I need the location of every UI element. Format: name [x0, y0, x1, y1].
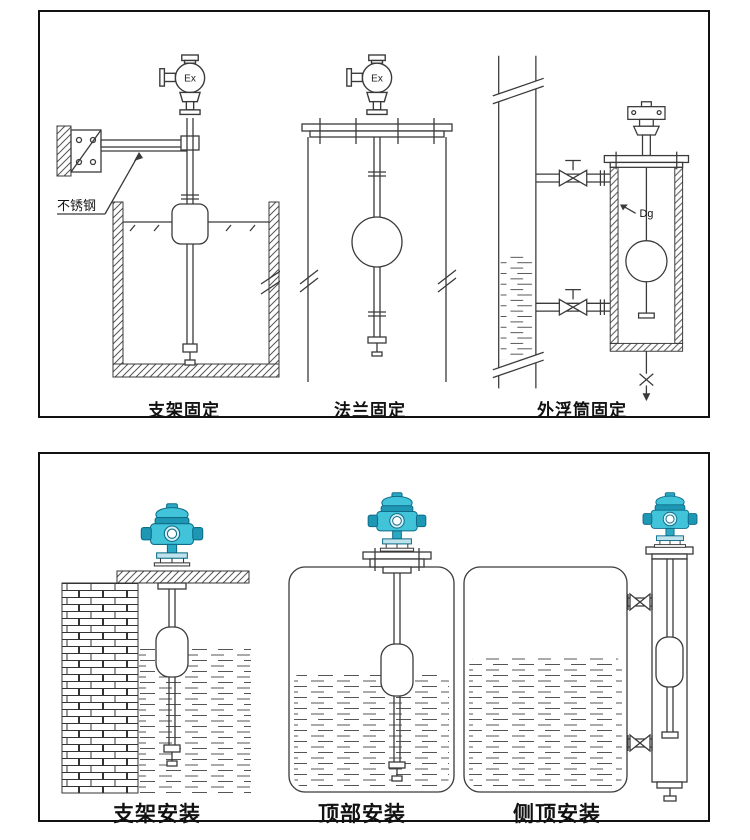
ex-transmitter-icon: [346, 54, 393, 116]
diagram-bracket-fixing: 不锈钢: [56, 54, 280, 378]
probe-and-float: [380, 566, 414, 782]
shelf-bracket: [116, 570, 250, 584]
bottom-valve: [535, 288, 611, 317]
caption-bracket-installation: 支架安装: [113, 803, 201, 826]
bottom-valve: [627, 733, 653, 753]
liquid: [469, 657, 622, 787]
liquid: [294, 672, 449, 787]
probe-and-float: [655, 559, 684, 739]
diagram-flange-fixing: [299, 54, 457, 382]
small-transmitter-icon: [627, 101, 666, 157]
installation-panel-bottom: 支架安装 顶部安装 侧顶安装: [38, 452, 710, 826]
diagram-top-installation: [288, 492, 455, 793]
diagram-external-chamber-fixing: Dg: [492, 55, 690, 402]
tank-column: [492, 55, 544, 389]
probe-and-float: [351, 137, 403, 357]
tank-walls: [299, 137, 457, 382]
diagram-side-top-installation: [463, 492, 698, 802]
dg-callout: Dg: [620, 204, 654, 220]
drain-valve: [639, 351, 654, 402]
probe-and-float: [171, 118, 209, 366]
tank-flange: [301, 118, 453, 144]
liquid: [139, 645, 251, 793]
float-chamber: [603, 151, 690, 352]
caption-external-chamber-fixing: 外浮筒固定: [537, 401, 627, 420]
smart-transmitter-icon: [367, 492, 427, 552]
top-valve: [627, 592, 653, 612]
smart-transmitter-icon: [642, 492, 698, 548]
top-valve: [535, 159, 611, 188]
brick-wall: [61, 582, 139, 794]
caption-side-top-installation: 侧顶安装: [513, 803, 601, 826]
caption-top-installation: 顶部安装: [318, 803, 406, 826]
probe-and-float: [155, 582, 189, 767]
caption-flange-fixing: 法兰固定: [334, 401, 406, 420]
installation-panel-top: 不锈钢: [38, 10, 710, 420]
ex-transmitter-icon: [159, 54, 206, 116]
tank-flange: [362, 548, 432, 571]
caption-bracket-fixing: 支架固定: [148, 401, 220, 420]
smart-transmitter-icon: [140, 503, 204, 567]
wall-and-ground: [56, 125, 280, 378]
stainless-callout: 不锈钢: [57, 152, 143, 215]
dg-label: Dg: [640, 208, 654, 220]
stainless-steel-label: 不锈钢: [57, 198, 96, 213]
mounting-bracket: [70, 129, 200, 173]
diagram-bracket-installation: [61, 503, 251, 794]
